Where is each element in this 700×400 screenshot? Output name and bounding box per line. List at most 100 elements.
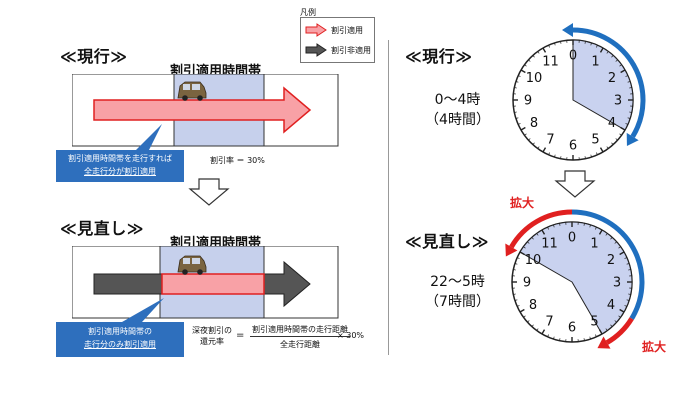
current-time-duration: （4時間） bbox=[425, 112, 490, 128]
discount-arrow bbox=[93, 86, 312, 134]
arc-arrowhead-start bbox=[562, 23, 573, 37]
clock-tick bbox=[542, 47, 547, 53]
clock-tick bbox=[605, 233, 608, 236]
clock-number: 7 bbox=[546, 132, 554, 147]
clock-tick bbox=[519, 308, 525, 313]
car-icon bbox=[177, 255, 207, 275]
clock-tick bbox=[583, 223, 585, 226]
clock-tick bbox=[513, 269, 516, 271]
clock-number: 11 bbox=[542, 55, 559, 70]
clock-tick bbox=[619, 64, 622, 67]
clock-tick bbox=[590, 154, 592, 158]
clock-number: 1 bbox=[591, 55, 599, 70]
clock-tick bbox=[614, 320, 617, 323]
formula-numerator: 割引適用時間帯の走行距離 bbox=[250, 324, 350, 337]
clock-tick bbox=[524, 133, 527, 136]
clock-tick bbox=[595, 334, 597, 337]
clock-tick bbox=[624, 257, 627, 259]
clock-tick bbox=[553, 336, 555, 340]
clock-tick bbox=[619, 251, 625, 256]
clock-tick bbox=[532, 55, 535, 58]
clock-tick bbox=[615, 138, 618, 141]
clock-tick bbox=[611, 142, 614, 145]
expand-arc-end bbox=[605, 317, 634, 345]
expand-label-top: 拡大 bbox=[510, 196, 535, 210]
formula-label-line1: 深夜割引の bbox=[192, 326, 232, 335]
clock-tick bbox=[598, 229, 603, 235]
legend-label-discount: 割引適用 bbox=[331, 26, 363, 35]
clock-tick bbox=[513, 293, 516, 295]
arc-arrowhead-end bbox=[626, 132, 639, 146]
clock-tick bbox=[605, 328, 608, 331]
clock-tick bbox=[625, 75, 628, 77]
clock-tick bbox=[541, 329, 546, 335]
clock-tick bbox=[624, 305, 627, 307]
clock-tick bbox=[527, 320, 530, 323]
callout-pointer bbox=[72, 124, 162, 154]
clock-number: 0 bbox=[568, 231, 576, 246]
clock-tick bbox=[547, 227, 549, 230]
clock-number: 4 bbox=[608, 116, 616, 131]
clock-tick bbox=[559, 223, 561, 226]
current-time-label: 0〜4時 （4時間） bbox=[410, 90, 505, 130]
transition-arrow-left bbox=[188, 178, 230, 206]
discount-sector bbox=[519, 221, 633, 335]
current-rate: 割引率 ＝ 30% bbox=[210, 156, 265, 165]
clock-tick bbox=[523, 246, 526, 249]
clock-tick bbox=[610, 237, 613, 240]
clock-number: 3 bbox=[614, 94, 622, 109]
car-icon bbox=[177, 81, 207, 101]
revised-callout-line2: 走行分のみ割引適用 bbox=[84, 340, 156, 349]
clock-number: 11 bbox=[541, 237, 558, 252]
expand-arrowhead-start bbox=[505, 243, 518, 257]
clock-tick bbox=[606, 146, 609, 149]
legend: 割引適用 割引非適用 bbox=[300, 17, 375, 63]
clock-tick bbox=[610, 324, 613, 327]
clock-tick bbox=[599, 47, 604, 53]
legend-gray-arrow-icon bbox=[305, 43, 327, 57]
discount-segment bbox=[161, 273, 265, 295]
revised-time-range: 22〜5時 bbox=[430, 274, 485, 290]
clock-tick bbox=[536, 328, 539, 331]
panel-divider bbox=[388, 40, 389, 355]
clock-tick bbox=[554, 42, 556, 46]
clock-tick bbox=[553, 224, 555, 228]
clock-tick bbox=[531, 324, 534, 327]
clock-tick bbox=[618, 315, 621, 318]
clock-tick bbox=[520, 69, 526, 74]
clock-tick bbox=[615, 59, 618, 62]
clock-tick bbox=[618, 246, 621, 249]
clock-tick bbox=[583, 338, 585, 341]
formula-multiplier: × 30% bbox=[337, 331, 365, 340]
clock-number: 6 bbox=[569, 139, 577, 154]
revised-road-diagram bbox=[72, 246, 339, 322]
clock-tick bbox=[626, 299, 630, 301]
formula-label: 深夜割引の 還元率 bbox=[192, 325, 232, 347]
formula-denominator: 全走行距離 bbox=[280, 340, 320, 349]
clock-number: 6 bbox=[568, 321, 576, 336]
clock-tick bbox=[596, 45, 598, 48]
current-callout: 割引適用時間帯を走行すれば 全走行分が割引適用 bbox=[56, 150, 184, 182]
legend-label-no-discount: 割引非適用 bbox=[331, 46, 371, 55]
clock-tick bbox=[589, 224, 591, 228]
clock-tick bbox=[542, 147, 547, 153]
clock-tick bbox=[523, 315, 526, 318]
clock-tick bbox=[528, 138, 531, 141]
clock-tick bbox=[560, 41, 562, 44]
clock-tick bbox=[537, 51, 540, 54]
current-road-diagram bbox=[72, 74, 339, 154]
clock-number: 3 bbox=[613, 276, 621, 291]
clock-number: 5 bbox=[590, 314, 598, 329]
clock-number: 5 bbox=[591, 132, 599, 147]
discount-arc bbox=[572, 27, 646, 138]
clock-tick bbox=[625, 123, 628, 125]
callout-pointer bbox=[72, 298, 164, 322]
legend-pink-arrow-icon bbox=[305, 23, 327, 37]
clock-tick bbox=[519, 251, 525, 256]
clock-tick bbox=[537, 146, 540, 149]
clock-tick bbox=[554, 154, 556, 158]
clock-tick bbox=[629, 111, 632, 113]
current-callout-line2: 全走行分が割引適用 bbox=[84, 167, 156, 176]
clock-number: 0 bbox=[569, 49, 577, 64]
